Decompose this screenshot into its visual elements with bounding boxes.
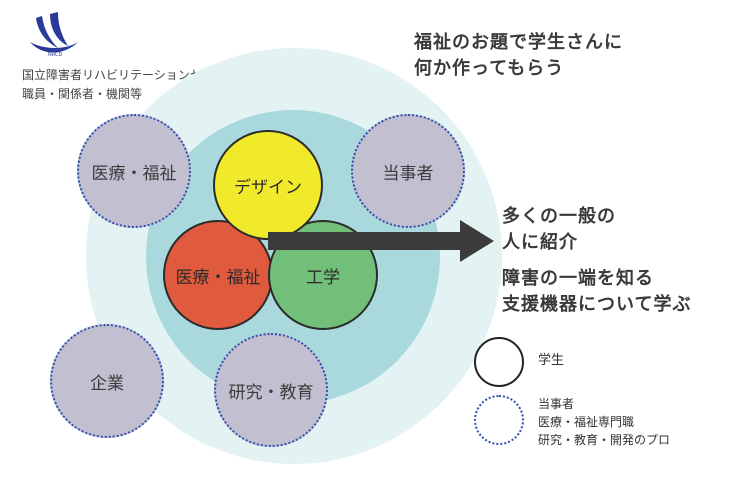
stakeholder-med-welfare: 医療・福祉	[77, 114, 191, 228]
student-design-label: デザイン	[234, 177, 302, 198]
outcome-line-2: 人に紹介	[502, 232, 578, 253]
legend-stake-line-3: 研究・教育・開発のプロ	[538, 433, 671, 447]
outcome-line-1: 多くの一般の	[502, 206, 616, 227]
student-med-welfare-label: 医療・福祉	[175, 267, 261, 288]
stakeholder-research: 研究・教育	[214, 333, 328, 447]
outcome-line-4: 支援機器について学ぶ	[502, 294, 692, 315]
stakeholder-tojisha: 当事者	[351, 114, 465, 228]
title-line-2: 何か作ってもらう	[414, 58, 565, 79]
stakeholder-company-label: 企業	[90, 373, 124, 394]
stakeholder-company: 企業	[50, 324, 164, 438]
org-line-2: 職員・関係者・機関等	[22, 87, 143, 101]
stakeholder-med-welfare-label: 医療・福祉	[91, 163, 177, 184]
legend-stake-line-1: 当事者	[538, 397, 575, 411]
legend-stake-line-2: 医療・福祉専門職	[538, 415, 635, 429]
outcome-line-3: 障害の一端を知る	[502, 268, 654, 289]
outcome-learn: 障害の一端を知る 支援機器について学ぶ	[502, 266, 691, 318]
outcome-introduce: 多くの一般の 人に紹介	[502, 204, 616, 256]
arrow-icon	[268, 220, 494, 262]
legend-stakeholder-text: 当事者 医療・福祉専門職 研究・教育・開発のプロ	[538, 395, 670, 449]
page-title: 福祉のお題で学生さんに 何か作ってもらう	[414, 30, 623, 82]
logo-icon: NRCD	[30, 12, 78, 58]
legend-stakeholder-swatch	[474, 395, 524, 445]
student-design: デザイン	[213, 130, 323, 240]
stakeholder-tojisha-label: 当事者	[382, 163, 434, 184]
svg-text:NRCD: NRCD	[48, 52, 62, 58]
title-line-1: 福祉のお題で学生さんに	[414, 32, 623, 53]
stakeholder-research-label: 研究・教育	[228, 382, 314, 403]
legend-student-label: 学生	[538, 353, 565, 368]
student-engineering-label: 工学	[306, 267, 340, 288]
legend-student-swatch	[474, 337, 524, 387]
